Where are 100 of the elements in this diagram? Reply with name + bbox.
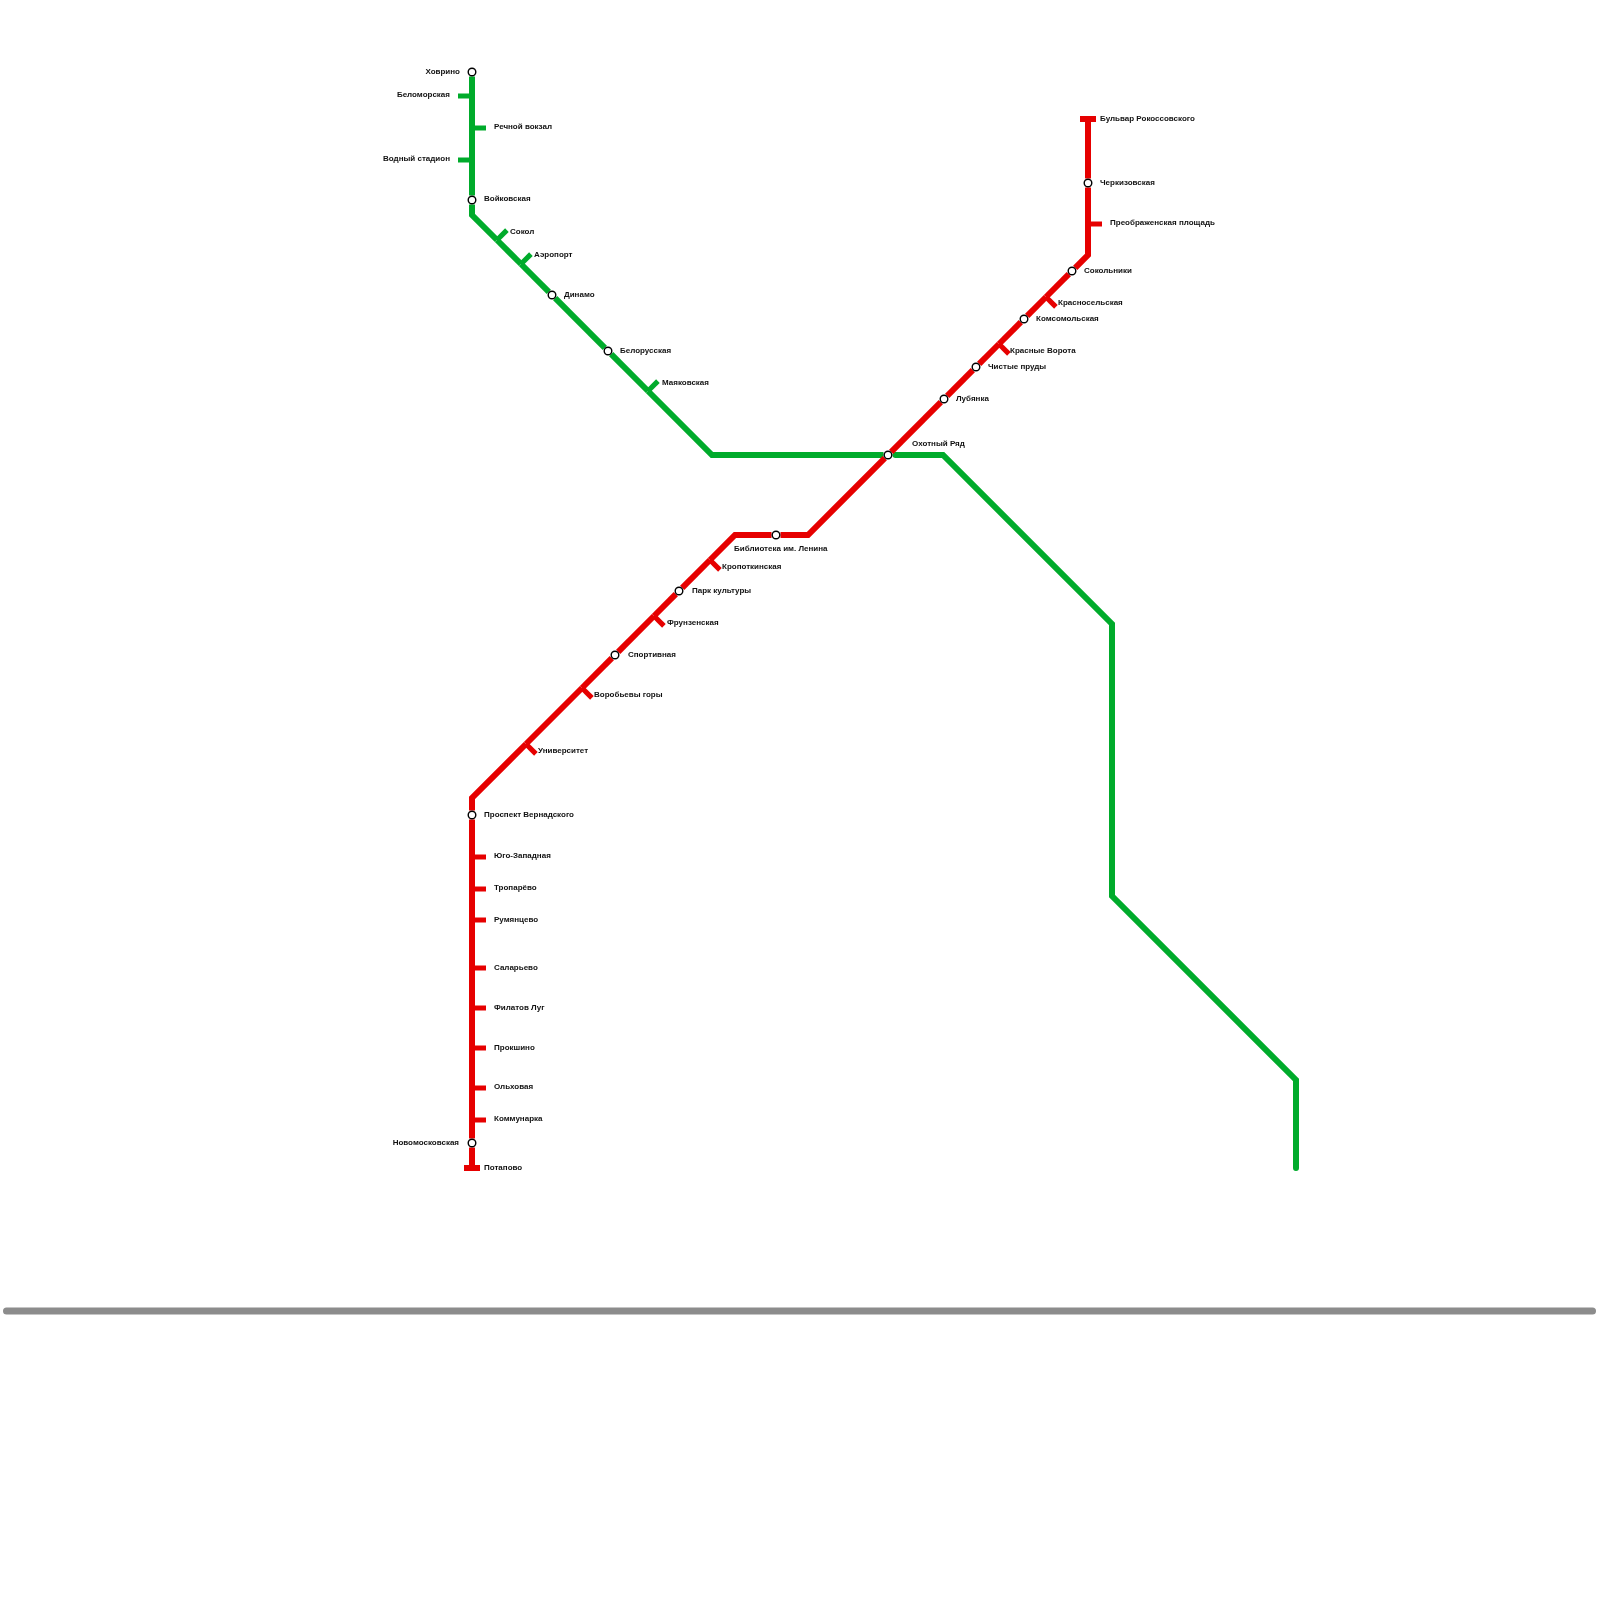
transfer-station-marker	[603, 346, 613, 356]
station-tick	[472, 1085, 486, 1091]
metro-line-segment	[469, 857, 475, 889]
metro-line-segment	[1025, 294, 1049, 318]
metro-line-segment	[1073, 224, 1091, 270]
station-name: Беломорская	[396, 90, 450, 100]
metro-line-segment	[945, 368, 975, 398]
station-name: Коммунарка	[494, 1114, 543, 1124]
station-name: Преображенская площадь	[1110, 218, 1215, 228]
station-name: Воробьевы горы	[594, 690, 663, 700]
station-name: Чистые пруды	[988, 362, 1047, 372]
metro-line-segment	[469, 76, 475, 96]
station-tick	[1088, 221, 1102, 227]
station-name: Румянцево	[494, 915, 539, 925]
transfer-station-marker	[467, 1138, 477, 1148]
station-name: Охотный Ряд	[912, 439, 965, 449]
metro-line-segment	[469, 96, 475, 128]
station-name: Речной вокзал	[494, 122, 552, 132]
transfer-station-marker	[547, 290, 557, 300]
station-name: Маяковская	[662, 378, 709, 388]
metro-line-segment	[469, 1008, 475, 1048]
station-name: Красные Ворота	[1010, 346, 1076, 356]
metro-line-segment	[609, 352, 651, 394]
station-tick	[472, 917, 486, 923]
terminal-station-bar	[464, 1165, 480, 1171]
metro-line-segment	[494, 237, 524, 267]
station-name: Прокшино	[494, 1043, 535, 1053]
metro-line-segment	[579, 656, 614, 691]
station-tick	[472, 1117, 486, 1123]
station-tick	[472, 965, 486, 971]
metro-line-segment	[553, 296, 607, 350]
station-tick	[472, 886, 486, 892]
station-name: Войковская	[484, 194, 531, 204]
metro-line-segment	[977, 341, 1002, 366]
transfer-station-marker	[467, 195, 477, 205]
metro-line-segment	[469, 741, 529, 811]
transfer-station-marker	[467, 810, 477, 820]
station-name: Проспект Вернадского	[484, 810, 574, 820]
metro-line-segment	[523, 685, 585, 747]
metro-line-segment	[1085, 187, 1091, 224]
station-tick	[472, 1045, 486, 1051]
station-name: Ховрино	[425, 67, 460, 77]
station-tick	[458, 157, 472, 163]
metro-line-segment	[469, 160, 475, 196]
station-name: Ольховая	[494, 1082, 534, 1092]
metro-line-segment	[469, 920, 475, 968]
station-tick	[524, 742, 538, 756]
transfer-station-marker	[610, 650, 620, 660]
station-name: Лубянка	[956, 394, 989, 404]
station-name: Парк культуры	[692, 586, 752, 596]
station-tick	[472, 125, 486, 131]
station-name: Фрунзенская	[667, 618, 719, 628]
station-name: Аэропорт	[534, 250, 573, 260]
terminal-station-bar	[1080, 116, 1096, 122]
metro-line-segment	[469, 1147, 475, 1165]
metro-line-segment	[469, 204, 500, 243]
metro-line-segment	[680, 557, 713, 590]
station-tick	[652, 614, 666, 628]
transfer-station-marker	[883, 450, 893, 460]
station-tick	[472, 1005, 486, 1011]
metro-line-segment	[469, 1120, 475, 1139]
metro-line-segment	[469, 968, 475, 1008]
station-name: Белорусская	[620, 346, 672, 356]
station-tick	[708, 558, 722, 572]
transfer-station-marker	[971, 362, 981, 372]
station-name: Водный стадион	[383, 154, 450, 164]
metro-line-segment	[469, 889, 475, 920]
station-name: Тропарёво	[494, 883, 537, 893]
metro-line-segment	[645, 388, 884, 458]
transfer-station-marker	[1067, 266, 1077, 276]
metro-line-segment	[469, 128, 475, 160]
metro-line-segment	[1085, 122, 1091, 179]
metro-line-segment	[469, 1048, 475, 1088]
station-name: Красносельская	[1058, 298, 1123, 308]
station-tick	[458, 93, 472, 99]
metro-line-segment	[469, 1088, 475, 1120]
station-name: Потапово	[484, 1163, 523, 1173]
station-name: Комсомольская	[1036, 314, 1099, 324]
metro-line-segment	[469, 819, 475, 857]
transfer-station-marker	[771, 530, 781, 540]
station-name: Юго-Западная	[494, 851, 551, 861]
metro-line-segment	[1043, 272, 1071, 300]
transfer-station-marker	[939, 394, 949, 404]
station-name: Библиотека им. Ленина	[734, 544, 828, 554]
station-name: Саларьево	[494, 963, 538, 973]
station-name: Сокол	[510, 227, 535, 237]
transfer-station-marker	[1083, 178, 1093, 188]
station-tick	[495, 228, 509, 242]
station-name: Динамо	[564, 290, 595, 300]
station-tick	[646, 379, 660, 393]
metro-line-segment	[616, 613, 657, 654]
station-name: Университет	[538, 746, 589, 756]
metro-line-segment	[651, 592, 678, 619]
station-name: Сокольники	[1084, 266, 1132, 276]
station-tick	[472, 854, 486, 860]
metro-line-segment	[892, 452, 1299, 1171]
transfer-station-marker	[467, 67, 477, 77]
station-tick	[580, 686, 594, 700]
station-name: Бульвар Рокоссовского	[1100, 114, 1195, 124]
station-name: Филатов Луг	[494, 1003, 545, 1013]
